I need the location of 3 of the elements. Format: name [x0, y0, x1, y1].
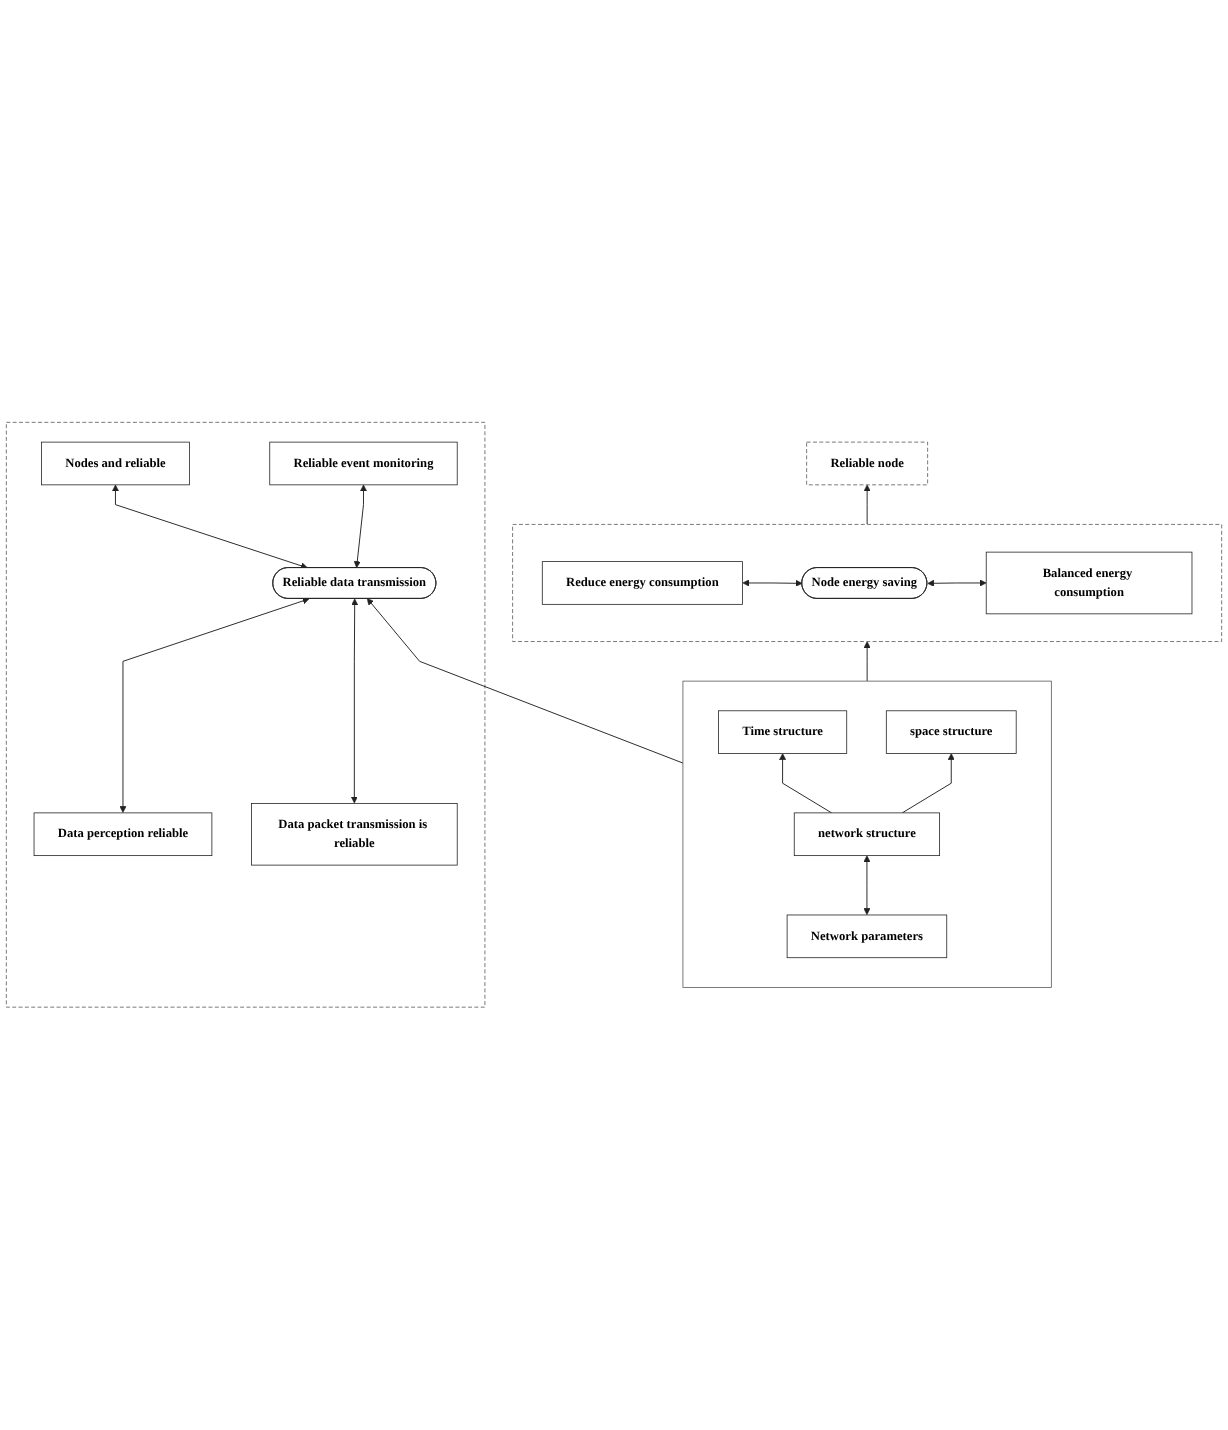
cluster: [682, 680, 1052, 989]
cluster: [5, 422, 486, 1008]
cluster: [512, 524, 1223, 643]
